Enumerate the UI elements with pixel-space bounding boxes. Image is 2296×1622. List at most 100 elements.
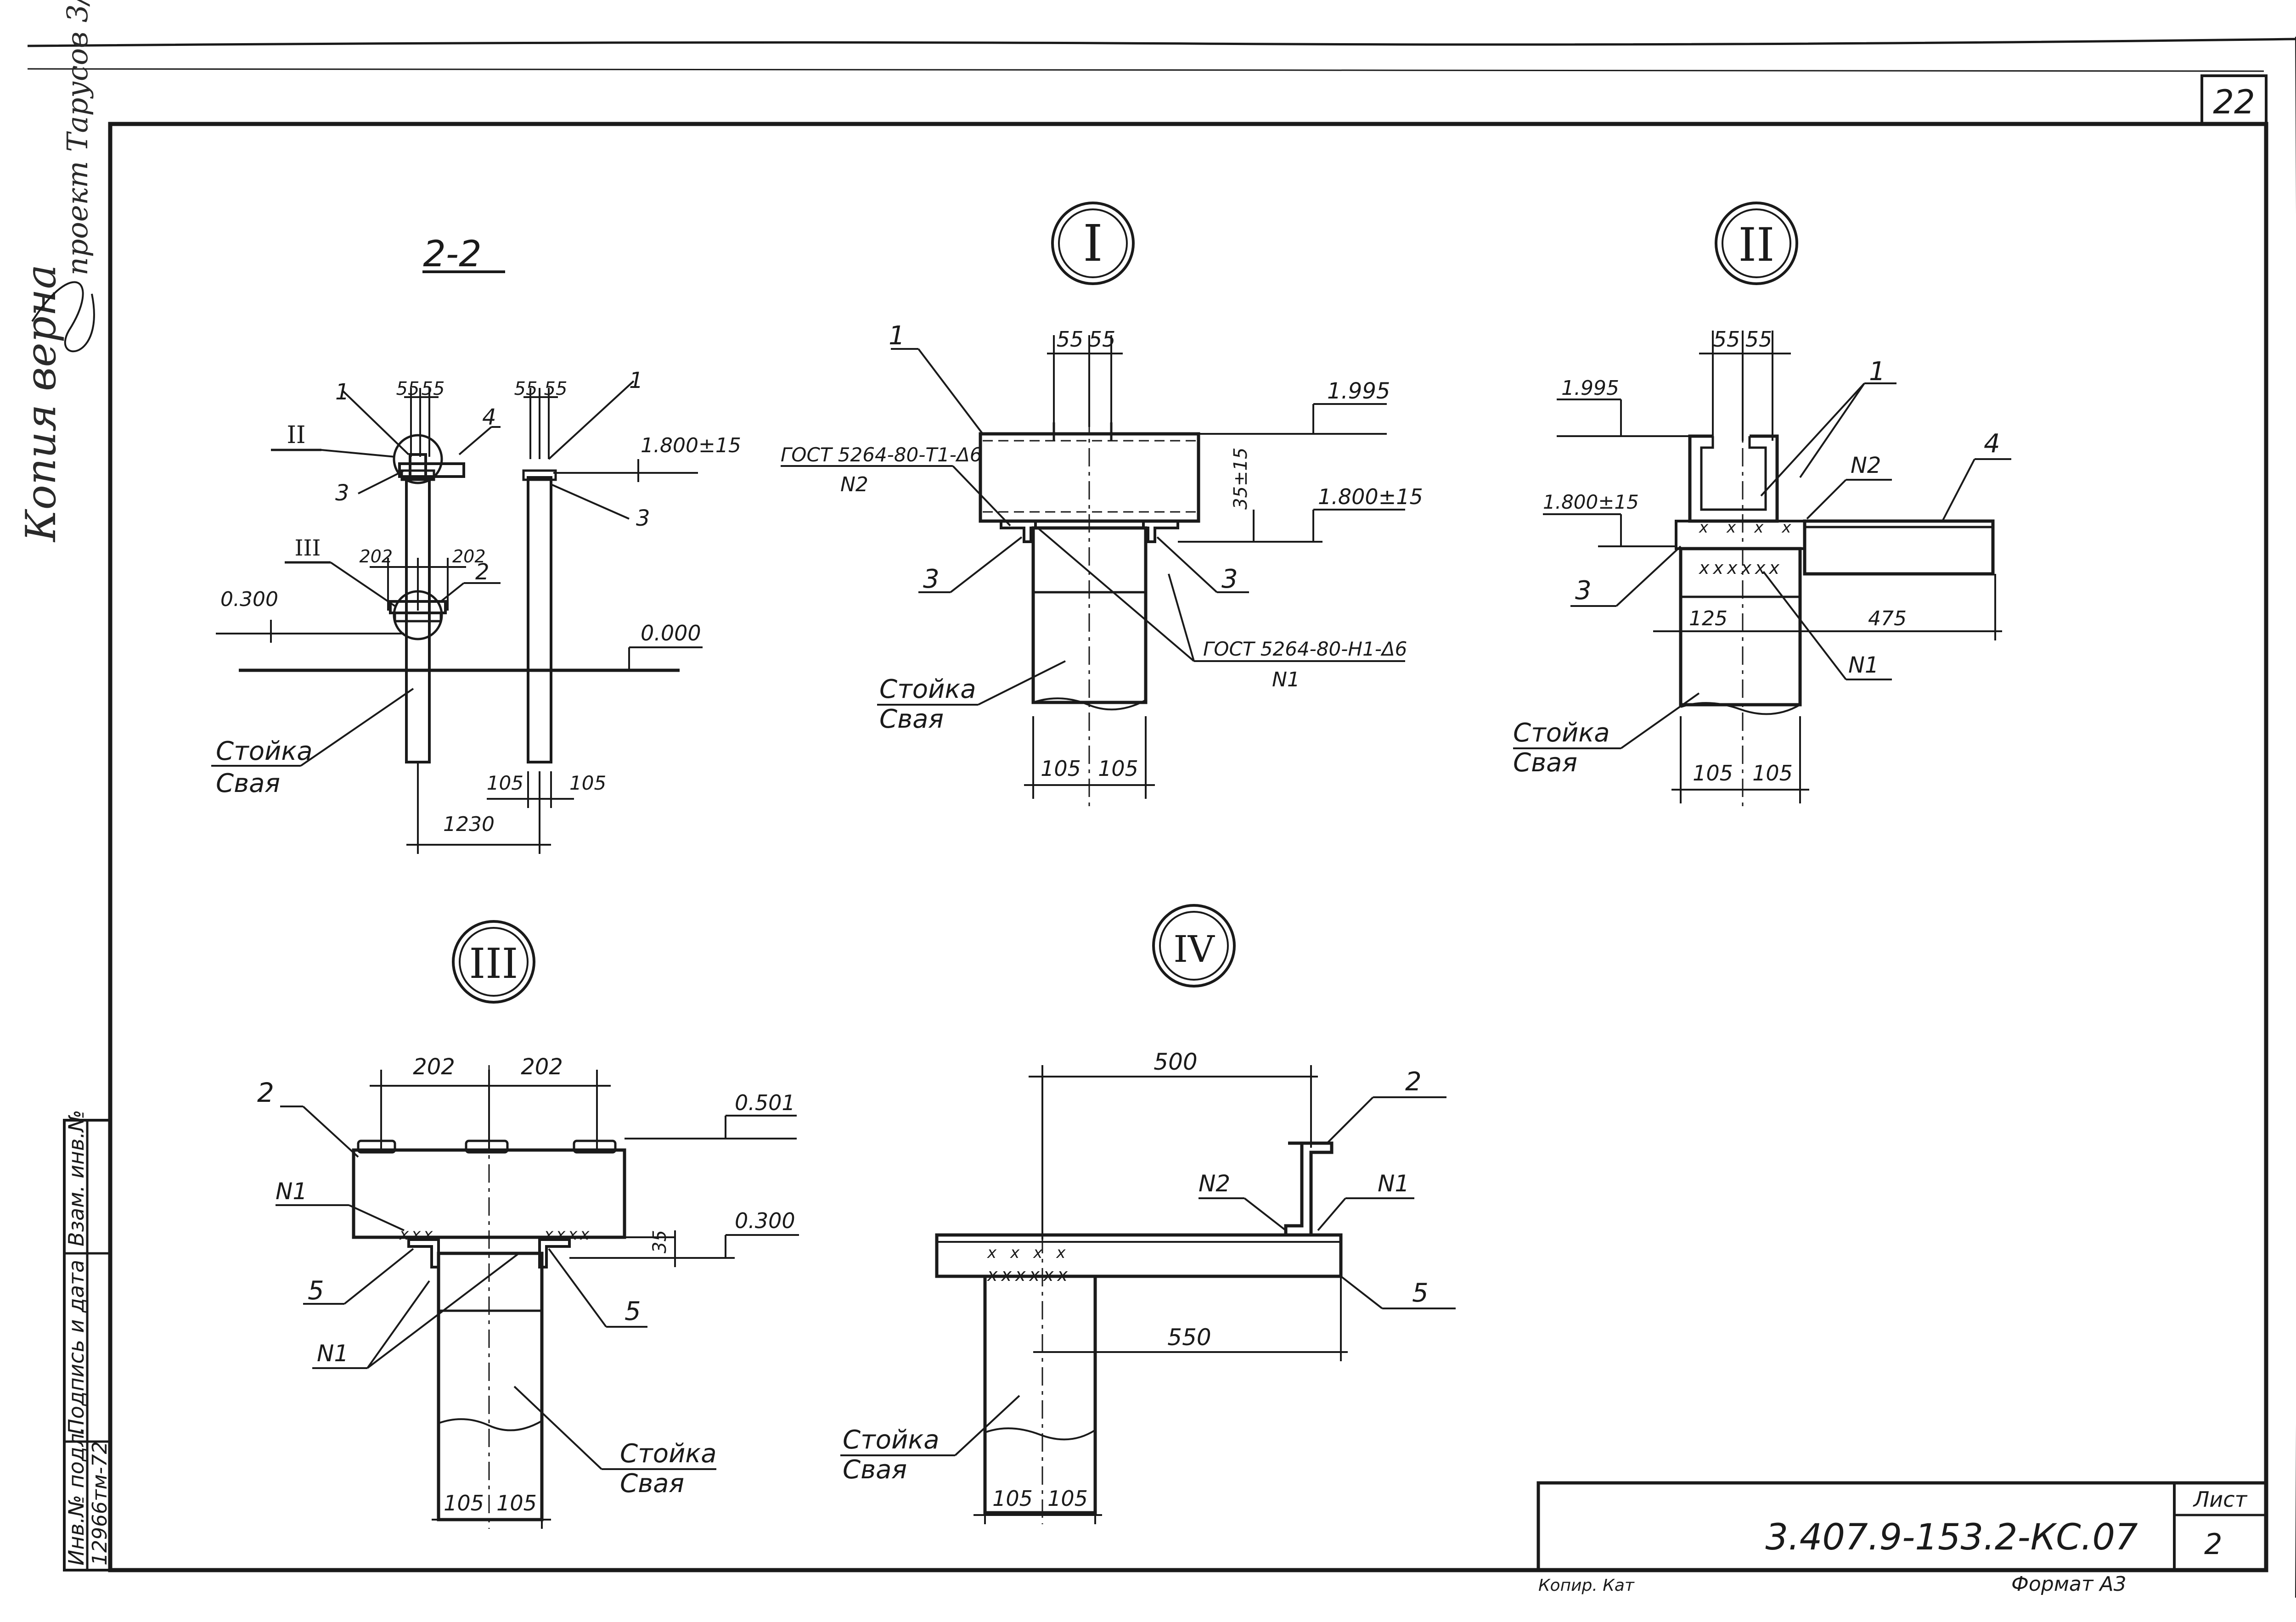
svg-text:N2: N2: [1199, 1170, 1230, 1197]
svg-text:1: 1: [629, 368, 643, 393]
svg-text:5: 5: [625, 1296, 641, 1326]
svg-text:475: 475: [1868, 607, 1907, 630]
svg-text:I: I: [1083, 214, 1103, 273]
svg-text:N2: N2: [840, 473, 868, 496]
beam-4: [1803, 519, 1995, 576]
list-number: 2: [2204, 1527, 2222, 1561]
svg-text:55: 55: [1089, 327, 1116, 352]
svg-text:3: 3: [923, 564, 940, 594]
side-col-c: Взам. инв.№: [64, 1110, 89, 1246]
svg-text:105: 105: [487, 772, 523, 794]
svg-text:105: 105: [1041, 756, 1081, 781]
svg-text:35±15: 35±15: [1230, 448, 1251, 510]
stamp-text: Копия верна: [17, 264, 65, 543]
svg-text:5: 5: [308, 1276, 324, 1306]
svg-text:550: 550: [1167, 1324, 1211, 1351]
svg-text:105: 105: [1752, 761, 1793, 786]
svg-text:1: 1: [889, 321, 905, 351]
svg-text:35: 35: [649, 1230, 670, 1253]
svg-text:4: 4: [482, 404, 496, 430]
copied-label: Копир. Кат: [1538, 1576, 1635, 1595]
page-number: 22: [2213, 83, 2255, 121]
node-IV: IV xxxx xxxxxx 500 550 2 N2 N1: [840, 904, 1456, 1524]
svg-text:II: II: [1738, 218, 1774, 272]
svg-text:ГОСТ 5264-80-Т1-Δ6: ГОСТ 5264-80-Т1-Δ6: [781, 443, 982, 466]
svg-text:3: 3: [1221, 564, 1238, 594]
svg-text:0.501: 0.501: [735, 1090, 795, 1115]
svg-text:xxx: xxx: [399, 1225, 435, 1244]
svg-text:1.800±15: 1.800±15: [1318, 484, 1423, 509]
svg-text:105: 105: [444, 1491, 484, 1515]
svg-text:55: 55: [1713, 327, 1740, 352]
svg-text:500: 500: [1154, 1049, 1197, 1075]
node-III: III xxx xxxx 202 202 0.501 0.300: [257, 920, 799, 1529]
svg-text:55: 55: [1057, 327, 1084, 352]
svg-text:125: 125: [1689, 607, 1728, 630]
svg-text:xxxxxx: xxxxxx: [987, 1265, 1071, 1285]
svg-text:ГОСТ 5264-80-Н1-Δ6: ГОСТ 5264-80-Н1-Δ6: [1203, 638, 1407, 660]
svg-text:2: 2: [257, 1077, 274, 1108]
svg-text:105: 105: [496, 1491, 537, 1515]
svg-text:55: 55: [544, 378, 568, 399]
side-table: Взам. инв.№ Подпись и дата Инв.№ подл. 1…: [63, 1110, 112, 1571]
svg-text:0.300: 0.300: [735, 1208, 795, 1233]
svg-text:N1: N1: [1848, 652, 1879, 678]
svg-text:1: 1: [335, 379, 349, 405]
callout-circle-2: [393, 434, 443, 484]
svg-text:105: 105: [1098, 756, 1138, 781]
designation: 3.407.9-153.2-КС.07: [1765, 1517, 2138, 1558]
svg-text:1: 1: [1869, 357, 1885, 387]
svg-text:Стойка: Стойка: [216, 736, 313, 766]
side-col-b: Подпись и дата: [64, 1260, 89, 1435]
node-I: I 55 55 1.995 1.800±15 35±1: [781, 202, 1423, 808]
section-title: 2-2: [423, 234, 481, 275]
svg-text:Стойка: Стойка: [879, 674, 976, 704]
svg-text:N1: N1: [1272, 668, 1300, 691]
svg-text:1230: 1230: [443, 813, 495, 836]
svg-text:xxxx: xxxx: [544, 1225, 592, 1244]
svg-text:Стойка: Стойка: [1513, 718, 1610, 748]
svg-text:N1: N1: [317, 1340, 349, 1367]
svg-text:Свая: Свая: [216, 769, 280, 798]
svg-text:Стойка: Стойка: [843, 1425, 940, 1455]
svg-text:Стойка: Стойка: [620, 1439, 717, 1469]
svg-text:105: 105: [569, 772, 606, 794]
svg-text:55: 55: [1745, 327, 1773, 352]
svg-text:202: 202: [452, 546, 486, 567]
svg-text:Свая: Свая: [620, 1469, 684, 1499]
svg-text:202: 202: [521, 1054, 563, 1080]
sheet-frame: [27, 37, 2296, 1598]
svg-text:105: 105: [1693, 761, 1733, 786]
title-block: 3.407.9-153.2-КС.07 Лист 2 Копир. Кат Фо…: [1536, 1481, 2268, 1596]
svg-text:1.995: 1.995: [1327, 378, 1390, 404]
svg-text:xxxx: xxxx: [987, 1244, 1079, 1262]
svg-text:N1: N1: [276, 1178, 307, 1205]
pile-right: [527, 476, 552, 763]
svg-text:0.000: 0.000: [641, 621, 701, 645]
svg-text:3: 3: [335, 480, 349, 506]
slab-5: [935, 1233, 1343, 1278]
svg-text:55: 55: [422, 378, 445, 399]
list-label: Лист: [2193, 1487, 2248, 1512]
svg-text:1.995: 1.995: [1561, 376, 1619, 400]
svg-text:105: 105: [992, 1486, 1033, 1511]
svg-text:N2: N2: [1851, 453, 1881, 478]
svg-text:2: 2: [1405, 1067, 1422, 1097]
svg-text:2: 2: [475, 559, 490, 585]
section-2-2: 2-2 55 55 55 55 1 1: [211, 234, 741, 854]
pile-left: [405, 476, 431, 763]
svg-text:Свая: Свая: [879, 704, 944, 734]
svg-text:III: III: [469, 940, 518, 988]
beam-4: [398, 462, 465, 478]
svg-text:Свая: Свая: [843, 1455, 907, 1485]
svg-text:xxxxxx: xxxxxx: [1699, 558, 1783, 578]
side-col-a: Инв.№ подл.: [64, 1426, 89, 1566]
side-inv-value: 12966тм-72: [88, 1441, 112, 1566]
format-label: Формат А3: [2011, 1572, 2127, 1596]
svg-text:202: 202: [413, 1054, 455, 1080]
svg-text:0.300: 0.300: [220, 588, 278, 611]
svg-text:3: 3: [636, 505, 650, 531]
svg-text:II: II: [287, 421, 305, 449]
svg-text:105: 105: [1047, 1486, 1088, 1511]
page-number-box: 22: [2200, 74, 2268, 125]
